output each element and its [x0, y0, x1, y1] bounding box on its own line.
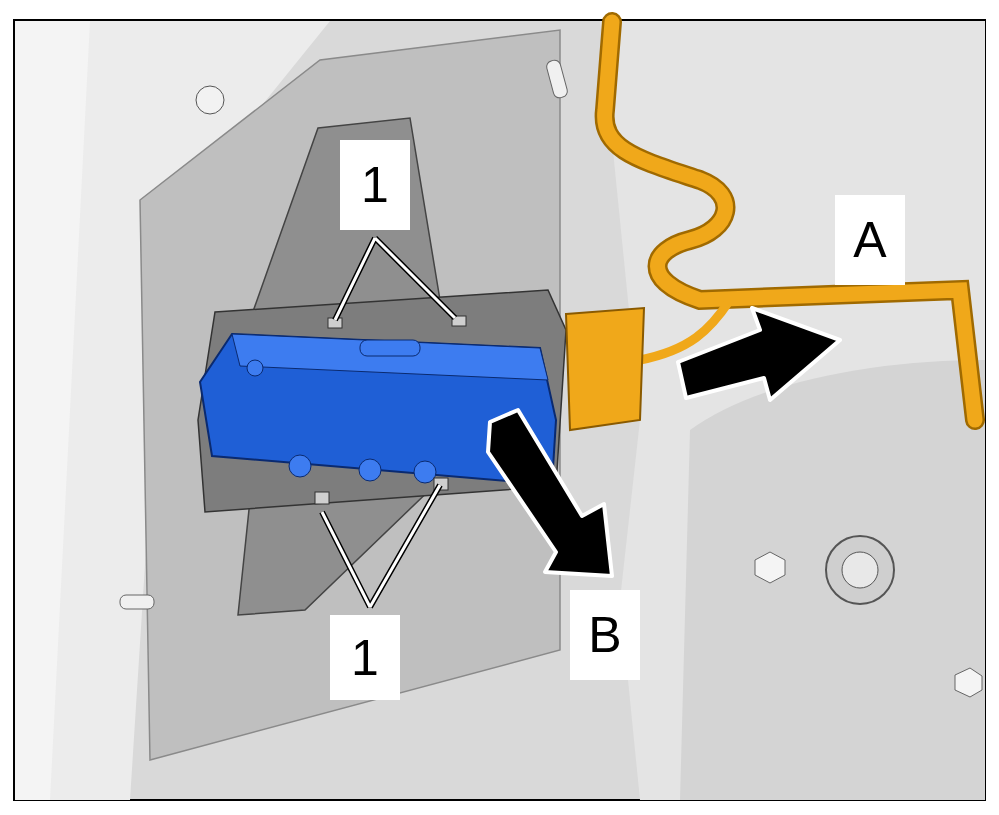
stud	[120, 595, 154, 609]
connector-plug	[566, 308, 644, 430]
callout-number: 1	[340, 140, 410, 230]
callout-number: 1	[330, 615, 400, 700]
wire-harness	[605, 22, 975, 420]
direction-arrow	[488, 410, 612, 576]
direction-letter: A	[835, 195, 905, 285]
module-pin	[359, 459, 381, 481]
hole	[955, 668, 982, 697]
clip	[315, 492, 329, 504]
direction-letter: B	[570, 590, 640, 680]
inner-panel	[140, 30, 560, 760]
bolt	[842, 552, 878, 588]
control-module-top	[232, 334, 548, 380]
direction-arrow	[678, 308, 840, 400]
bracket	[250, 118, 440, 320]
bolt	[196, 86, 224, 114]
leader-lines	[322, 238, 455, 607]
bolt	[826, 536, 894, 604]
module-pin	[247, 360, 263, 376]
module-rib	[360, 340, 420, 356]
stud	[545, 59, 568, 99]
floor-panel	[680, 360, 985, 800]
hole	[755, 552, 785, 583]
picture-frame	[14, 20, 985, 800]
body-panel	[600, 21, 985, 800]
module-pin	[289, 455, 311, 477]
wire-harness	[605, 22, 975, 420]
pillar-trim	[15, 21, 90, 800]
module-pin	[414, 461, 436, 483]
